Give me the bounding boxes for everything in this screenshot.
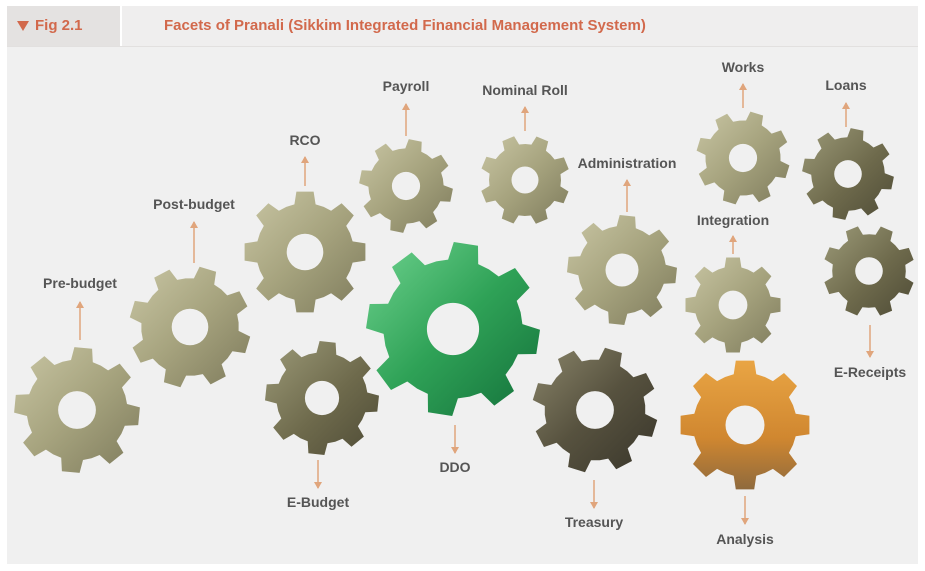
label-ddo: DDO	[439, 459, 470, 475]
gear-nominal-roll	[481, 136, 569, 224]
gear-analysis	[680, 360, 810, 490]
gear-loans	[802, 128, 894, 220]
label-loans: Loans	[825, 77, 866, 93]
arrowhead-nominal-roll	[521, 106, 529, 113]
gear-works	[696, 111, 790, 205]
arrowhead-pre-budget	[76, 301, 84, 308]
arrowhead-post-budget	[190, 221, 198, 228]
label-nominal-roll: Nominal Roll	[482, 82, 568, 98]
figure-number: Fig 2.1	[35, 17, 83, 34]
label-post-budget: Post-budget	[153, 196, 235, 212]
figure-number-tab: Fig 2.1	[7, 6, 122, 46]
label-e-budget: E-Budget	[287, 494, 350, 510]
gear-e-receipts	[824, 226, 914, 316]
gear-integration	[685, 257, 781, 353]
figure-header: Fig 2.1 Facets of Pranali (Sikkim Integr…	[7, 6, 918, 47]
arrowhead-administration	[623, 179, 631, 186]
arrowhead-rco	[301, 156, 309, 163]
arrowhead-e-receipts	[866, 351, 874, 358]
label-integration: Integration	[697, 212, 769, 228]
label-treasury: Treasury	[565, 514, 624, 530]
label-payroll: Payroll	[383, 78, 430, 94]
arrowhead-works	[739, 83, 747, 90]
label-rco: RCO	[289, 132, 320, 148]
arrowhead-loans	[842, 102, 850, 109]
gear-treasury	[532, 347, 658, 473]
arrowhead-integration	[729, 235, 737, 242]
collapse-triangle-icon	[17, 21, 29, 31]
arrowhead-treasury	[590, 502, 598, 509]
gear-post-budget	[129, 266, 251, 388]
arrowhead-ddo	[451, 447, 459, 454]
gear-rco	[244, 191, 366, 313]
arrowhead-analysis	[741, 518, 749, 525]
label-administration: Administration	[578, 155, 677, 171]
gear-payroll	[359, 139, 453, 233]
arrowhead-e-budget	[314, 482, 322, 489]
label-e-receipts: E-Receipts	[834, 364, 907, 380]
label-works: Works	[722, 59, 765, 75]
gear-pre-budget	[14, 347, 140, 473]
gear-administration	[567, 215, 677, 325]
figure-title: Facets of Pranali (Sikkim Integrated Fin…	[164, 17, 646, 34]
gear-ddo	[366, 242, 540, 416]
arrowhead-payroll	[402, 103, 410, 110]
label-analysis: Analysis	[716, 531, 774, 547]
gear-e-budget	[265, 341, 379, 455]
label-pre-budget: Pre-budget	[43, 275, 117, 291]
